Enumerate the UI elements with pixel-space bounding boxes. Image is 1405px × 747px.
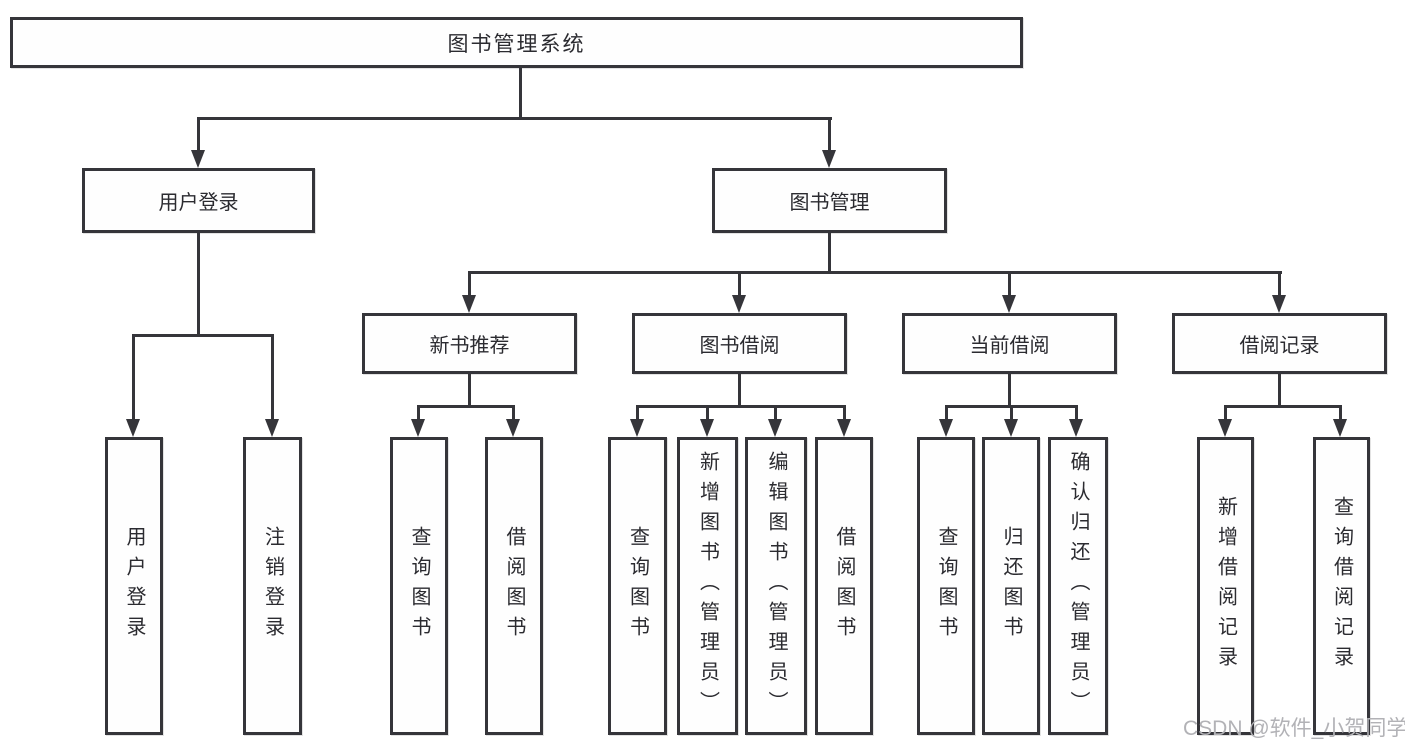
node-library-system: 图书管理系统	[10, 17, 1023, 68]
csdn-watermark: CSDN @软件_小贺同学	[1183, 717, 1405, 740]
connector-user-login-rail	[132, 334, 274, 337]
leaf-current-query-books: 查询图书	[917, 437, 975, 735]
arrowhead-leaf-icon	[768, 419, 782, 437]
arrowhead-book-mgmt-icon	[822, 150, 836, 168]
node-new-book-recommend-label: 新书推荐	[429, 335, 510, 357]
node-borrow-records-label: 借阅记录	[1239, 335, 1320, 357]
leaf-add-borrow-record: 新增借阅记录	[1197, 437, 1254, 735]
connector-arrow-l7-stem	[774, 405, 777, 421]
leaf-recommend-query-books: 查询图书	[390, 437, 448, 735]
connector-arrow-l13-stem	[1339, 405, 1342, 421]
connector-recommend-stub	[468, 374, 471, 408]
leaf-add-borrow-record-label: 新增借阅记录	[1214, 496, 1237, 676]
leaf-borrow-query-books-label: 查询图书	[626, 526, 649, 646]
arrowhead-bookborrow-icon	[732, 295, 746, 313]
node-book-borrow-label: 图书借阅	[699, 335, 780, 357]
arrowhead-currentborrow-icon	[1002, 295, 1016, 313]
leaf-borrow-books-label: 借阅图书	[833, 526, 855, 646]
connector-arrow-l8-stem	[843, 405, 846, 421]
node-new-book-recommend: 新书推荐	[362, 313, 577, 374]
connector-arrow-recommend-stem	[468, 271, 471, 297]
connector-recommend-rail	[417, 405, 515, 408]
arrowhead-leaf-icon	[1333, 419, 1347, 437]
leaf-add-books-admin: 新增图书（管理员）	[677, 437, 738, 735]
arrowhead-leaf-logout-icon	[265, 419, 279, 437]
leaf-recommend-borrow-books: 借阅图书	[485, 437, 543, 735]
arrowhead-leaf-icon	[1069, 419, 1083, 437]
node-borrow-records: 借阅记录	[1172, 313, 1387, 374]
leaf-edit-books-admin: 编辑图书（管理员）	[745, 437, 807, 735]
connector-arrow-user-login-stem	[197, 117, 200, 152]
arrowhead-leaf-login-icon	[126, 419, 140, 437]
arrowhead-recommend-icon	[462, 295, 476, 313]
arrowhead-records-icon	[1272, 295, 1286, 313]
leaf-logout: 注销登录	[243, 437, 302, 735]
connector-arrow-records-stem	[1278, 271, 1281, 297]
connector-records-rail	[1224, 405, 1342, 408]
leaf-recommend-borrow-books-label: 借阅图书	[503, 526, 525, 646]
arrowhead-leaf-icon	[837, 419, 851, 437]
leaf-user-login-label: 用户登录	[123, 526, 145, 646]
connector-arrow-l11-stem	[1075, 405, 1078, 421]
leaf-user-login: 用户登录	[105, 437, 163, 735]
connector-arrow-book-mgmt-stem	[828, 117, 831, 152]
node-current-borrow: 当前借阅	[902, 313, 1117, 374]
arrowhead-user-login-icon	[191, 150, 205, 168]
connector-arrow-l12-stem	[1224, 405, 1227, 421]
arrowhead-leaf-icon	[506, 419, 520, 437]
connector-level2-rail	[197, 117, 832, 120]
arrowhead-leaf-icon	[411, 419, 425, 437]
leaf-current-query-books-label: 查询图书	[935, 526, 957, 646]
connector-arrow-l5-stem	[636, 405, 639, 421]
connector-currentborrow-stub	[1008, 374, 1011, 408]
connector-user-login-stub	[197, 233, 200, 337]
connector-bookborrow-stub	[738, 374, 741, 408]
node-current-borrow-label: 当前借阅	[969, 335, 1050, 357]
node-library-system-label: 图书管理系统	[447, 32, 586, 56]
arrowhead-leaf-icon	[630, 419, 644, 437]
connector-arrow-l4-stem	[512, 405, 515, 421]
node-book-management: 图书管理	[712, 168, 947, 233]
connector-book-mgmt-stub	[828, 233, 831, 274]
arrowhead-leaf-icon	[700, 419, 714, 437]
connector-arrow-l9-stem	[945, 405, 948, 421]
node-user-login-label: 用户登录	[158, 192, 239, 214]
node-book-management-label: 图书管理	[789, 192, 870, 214]
leaf-borrow-books: 借阅图书	[815, 437, 873, 735]
node-user-login: 用户登录	[82, 168, 315, 233]
leaf-confirm-return-admin-label: 确认归还（管理员）	[1067, 451, 1089, 721]
leaf-query-borrow-record: 查询借阅记录	[1313, 437, 1370, 735]
leaf-logout-label: 注销登录	[261, 526, 284, 646]
leaf-add-books-admin-label: 新增图书（管理员）	[696, 451, 719, 721]
leaf-borrow-query-books: 查询图书	[608, 437, 667, 735]
arrowhead-leaf-icon	[1004, 419, 1018, 437]
arrowhead-leaf-icon	[1218, 419, 1232, 437]
connector-level3-rail	[468, 271, 1282, 274]
leaf-return-books: 归还图书	[982, 437, 1040, 735]
connector-records-stub	[1278, 374, 1281, 408]
connector-arrow-l3-stem	[417, 405, 420, 421]
connector-bookborrow-rail	[636, 405, 846, 408]
connector-arrow-bookborrow-stem	[738, 271, 741, 297]
leaf-recommend-query-books-label: 查询图书	[408, 526, 430, 646]
connector-arrow-currentborrow-stem	[1008, 271, 1011, 297]
leaf-confirm-return-admin: 确认归还（管理员）	[1048, 437, 1108, 735]
leaf-query-borrow-record-label: 查询借阅记录	[1330, 496, 1353, 676]
connector-arrow-l6-stem	[706, 405, 709, 421]
connector-arrow-leaf-logout-stem	[271, 334, 274, 420]
connector-root-stub	[519, 68, 522, 120]
connector-arrow-l10-stem	[1010, 405, 1013, 421]
connector-arrow-leaf-login-stem	[132, 334, 135, 420]
arrowhead-leaf-icon	[939, 419, 953, 437]
node-book-borrow: 图书借阅	[632, 313, 847, 374]
leaf-return-books-label: 归还图书	[1000, 526, 1022, 646]
leaf-edit-books-admin-label: 编辑图书（管理员）	[765, 451, 787, 721]
